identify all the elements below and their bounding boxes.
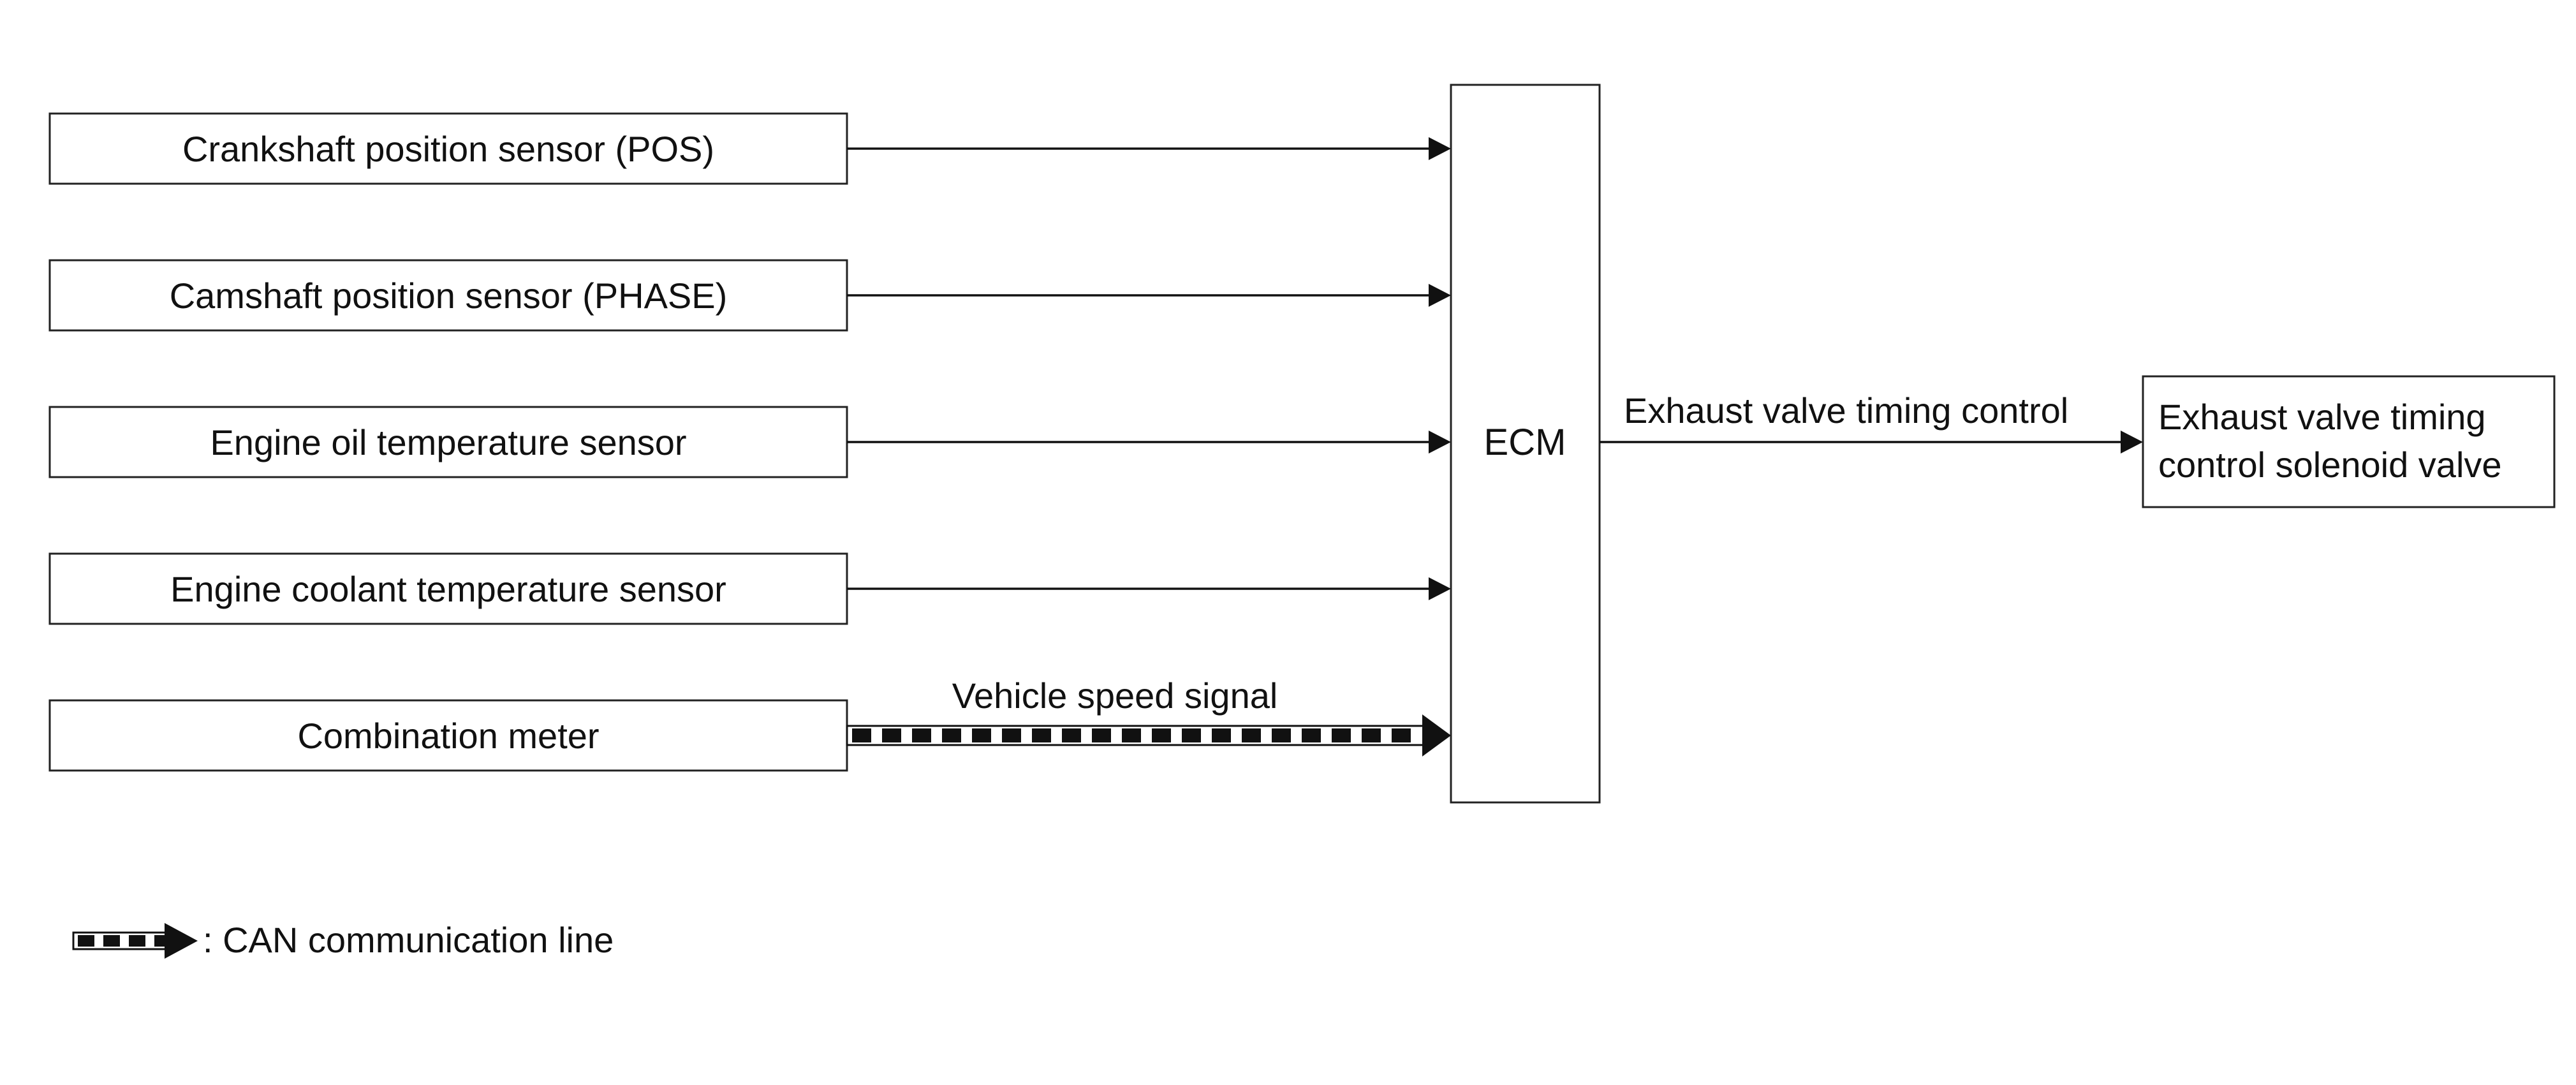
ecm-label: ECM xyxy=(1484,422,1566,463)
arrowhead-icon xyxy=(1429,577,1451,600)
arrow-camshaft-to-ecm xyxy=(847,284,1451,307)
input-box xyxy=(48,112,848,185)
arrow-crankshaft-to-ecm xyxy=(847,137,1451,160)
input-label: Engine coolant temperature sensor xyxy=(170,569,726,609)
output-label-line1: Exhaust valve timing xyxy=(2158,397,2486,437)
legend-label: : CAN communication line xyxy=(203,920,614,960)
arrowhead-icon xyxy=(1429,431,1451,454)
ecm-box xyxy=(1450,84,1601,804)
arrow-ecm-to-solenoid: Exhaust valve timing control xyxy=(1600,390,2143,454)
output-signal-label: Exhaust valve timing control xyxy=(1624,390,2068,431)
output-box xyxy=(2142,375,2556,508)
legend: : CAN communication line xyxy=(72,920,614,960)
input-coolant-temp-sensor: Engine coolant temperature sensor xyxy=(48,552,848,625)
input-label: Crankshaft position sensor (POS) xyxy=(182,129,714,169)
output-solenoid-valve: Exhaust valve timing control solenoid va… xyxy=(2142,375,2556,508)
arrowhead-icon xyxy=(2121,431,2143,454)
arrow-coolant-to-ecm xyxy=(847,577,1451,600)
input-label: Combination meter xyxy=(297,716,599,756)
ecm-block: ECM xyxy=(1450,84,1601,804)
arrowhead-icon xyxy=(1429,137,1451,160)
arrowhead-icon xyxy=(1429,284,1451,307)
input-combination-meter: Combination meter xyxy=(48,699,848,772)
arrow-oiltemp-to-ecm xyxy=(847,431,1451,454)
input-box xyxy=(48,406,848,478)
input-box xyxy=(48,552,848,625)
can-line-meter-to-ecm: Vehicle speed signal xyxy=(846,675,1451,757)
input-crankshaft-sensor: Crankshaft position sensor (POS) xyxy=(48,112,848,185)
input-box xyxy=(48,699,848,772)
arrowhead-icon xyxy=(1422,714,1451,757)
input-camshaft-sensor: Camshaft position sensor (PHASE) xyxy=(48,259,848,332)
can-line-legend-icon xyxy=(72,923,198,959)
output-label-line2: control solenoid valve xyxy=(2158,445,2502,485)
vehicle-speed-signal-label: Vehicle speed signal xyxy=(952,675,1278,716)
input-box xyxy=(48,259,848,332)
input-oil-temp-sensor: Engine oil temperature sensor xyxy=(48,406,848,478)
input-label: Engine oil temperature sensor xyxy=(210,422,686,462)
input-label: Camshaft position sensor (PHASE) xyxy=(170,276,728,316)
